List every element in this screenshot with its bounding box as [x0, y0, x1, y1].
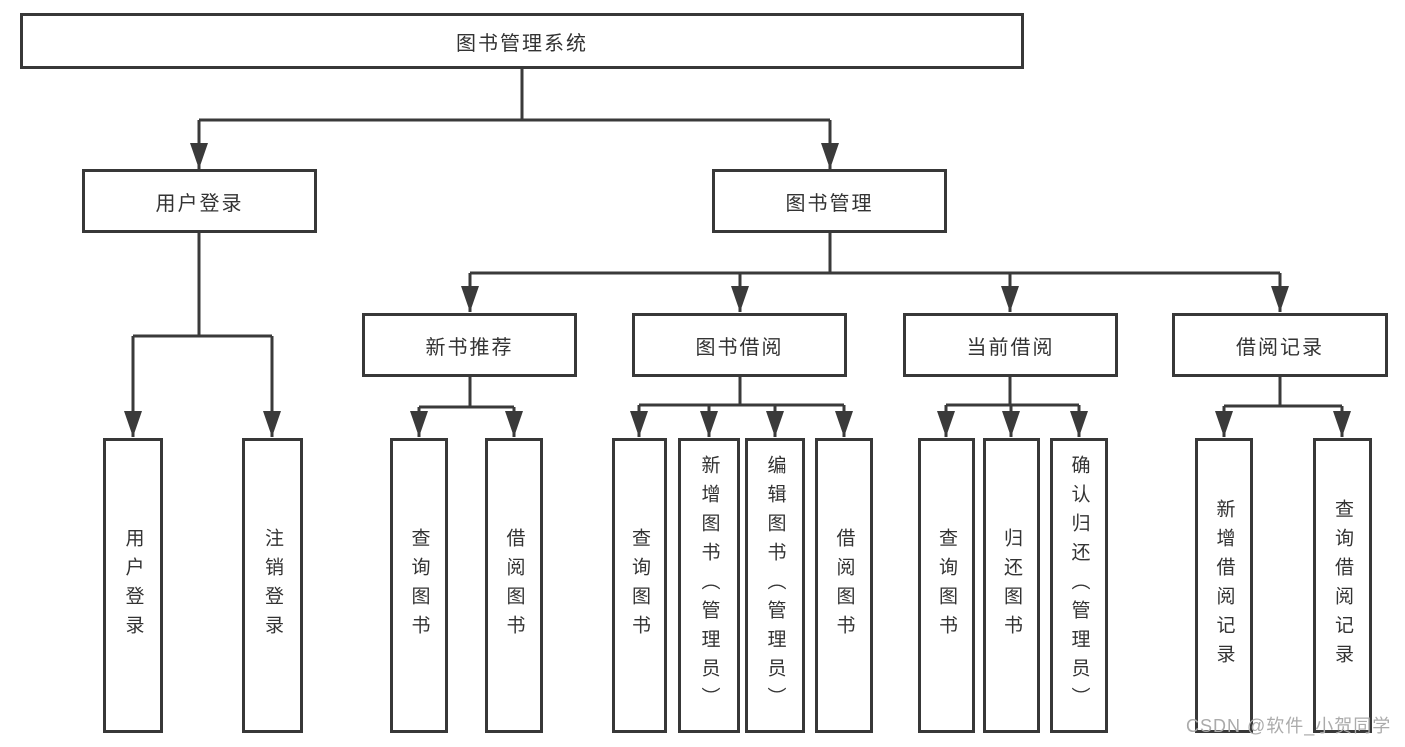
node-current-borrowing: 当前借阅	[903, 313, 1118, 377]
leaf-query-book-current: 查询图书	[918, 438, 975, 733]
leaf-logout: 注销登录	[242, 438, 303, 733]
node-user-login: 用户登录	[82, 169, 317, 233]
leaf-user-login: 用户登录	[103, 438, 163, 733]
leaf-query-book-borrow: 查询图书	[612, 438, 667, 733]
node-root: 图书管理系统	[20, 13, 1024, 69]
node-new-book-recommendation: 新书推荐	[362, 313, 577, 377]
leaf-add-book-admin: 新增图书（管理员）	[678, 438, 740, 733]
leaf-return-book: 归还图书	[983, 438, 1040, 733]
csdn-watermark: CSDN @软件_小贺同学	[1186, 716, 1392, 736]
node-borrowing-records: 借阅记录	[1172, 313, 1388, 377]
node-book-borrowing: 图书借阅	[632, 313, 847, 377]
leaf-query-borrow-record: 查询借阅记录	[1313, 438, 1372, 733]
node-book-management: 图书管理	[712, 169, 947, 233]
leaf-edit-book-admin: 编辑图书（管理员）	[745, 438, 805, 733]
leaf-add-borrow-record: 新增借阅记录	[1195, 438, 1253, 733]
leaf-borrow-book-new: 借阅图书	[485, 438, 543, 733]
leaf-borrow-book: 借阅图书	[815, 438, 873, 733]
leaf-query-book-new: 查询图书	[390, 438, 448, 733]
leaf-confirm-return-admin: 确认归还（管理员）	[1050, 438, 1108, 733]
